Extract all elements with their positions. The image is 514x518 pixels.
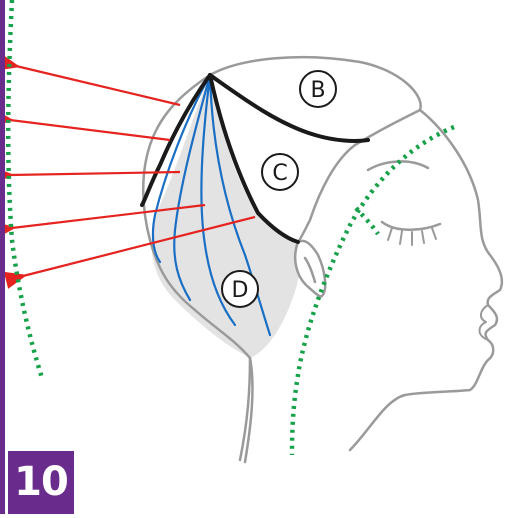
guide-line-brow xyxy=(354,206,380,236)
left-accent-bar xyxy=(0,0,5,514)
closed-eye xyxy=(380,220,442,231)
parting-c xyxy=(208,73,300,244)
section-label-b-text: B xyxy=(310,78,325,103)
section-d-shading xyxy=(151,75,300,358)
arrow-4 xyxy=(0,203,206,239)
section-label-b: B xyxy=(299,70,337,108)
section-label-d: D xyxy=(221,270,259,308)
parting-back xyxy=(140,73,212,207)
section-label-c: C xyxy=(261,153,299,191)
direction-arrows xyxy=(0,53,256,289)
guide-line-left xyxy=(5,0,45,379)
face-profile xyxy=(348,108,504,452)
arrow-5 xyxy=(3,215,256,289)
section-lines xyxy=(151,73,272,337)
arrow-3 xyxy=(0,166,181,185)
section-line-4 xyxy=(208,73,272,337)
guide-lines xyxy=(5,0,455,456)
eyelashes xyxy=(387,227,437,246)
section-line-2 xyxy=(173,73,212,302)
section-label-d-text: D xyxy=(232,278,249,303)
section-label-c-text: C xyxy=(272,161,287,186)
section-line-1 xyxy=(151,73,212,264)
neck-back xyxy=(243,356,254,464)
arrow-1 xyxy=(0,53,181,107)
lips xyxy=(478,304,489,341)
arrow-2 xyxy=(0,109,171,142)
step-number-badge: 10 xyxy=(8,451,74,514)
head-outline xyxy=(142,55,422,462)
ear xyxy=(294,239,327,298)
parting-b xyxy=(208,73,370,143)
section-line-3 xyxy=(200,73,237,327)
parting-lines xyxy=(140,73,370,244)
